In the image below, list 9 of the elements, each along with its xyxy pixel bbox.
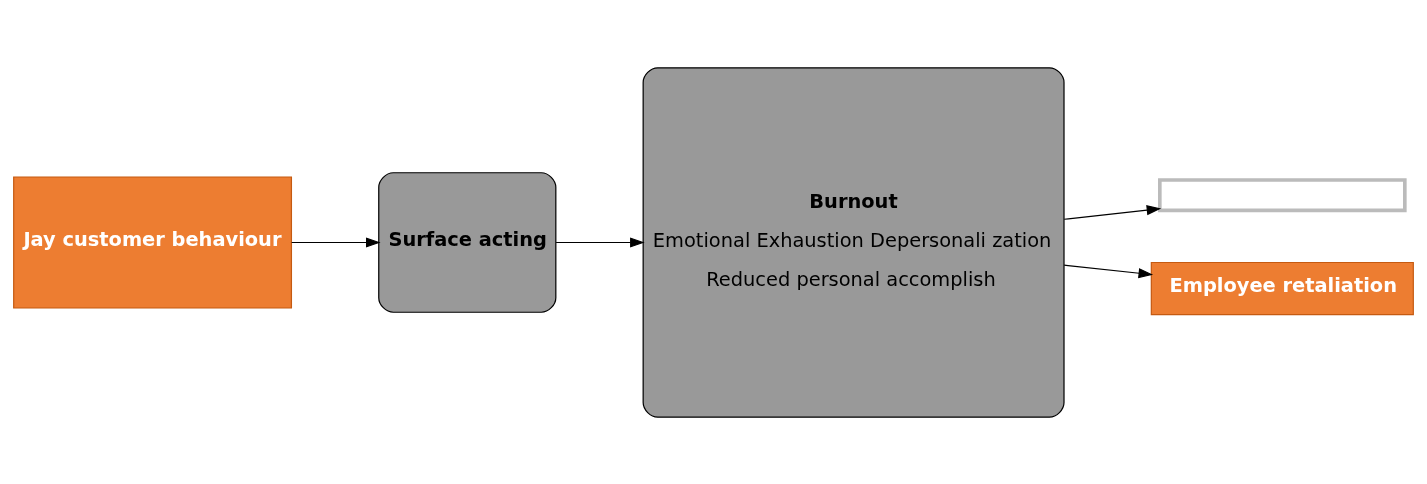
arrow [1063,264,1154,278]
arrow [1063,204,1162,220]
node-box: Burnout Emotional Exhaustion Depersonali zation Reduced personal accomplish [642,66,1065,418]
node-box: Surface acting [378,171,557,313]
node-box [1158,177,1407,212]
arrow [291,236,381,248]
node-box: Jay customer behaviour [13,175,293,309]
node-box: Employee retaliation [1150,261,1414,315]
arrow [555,236,645,248]
